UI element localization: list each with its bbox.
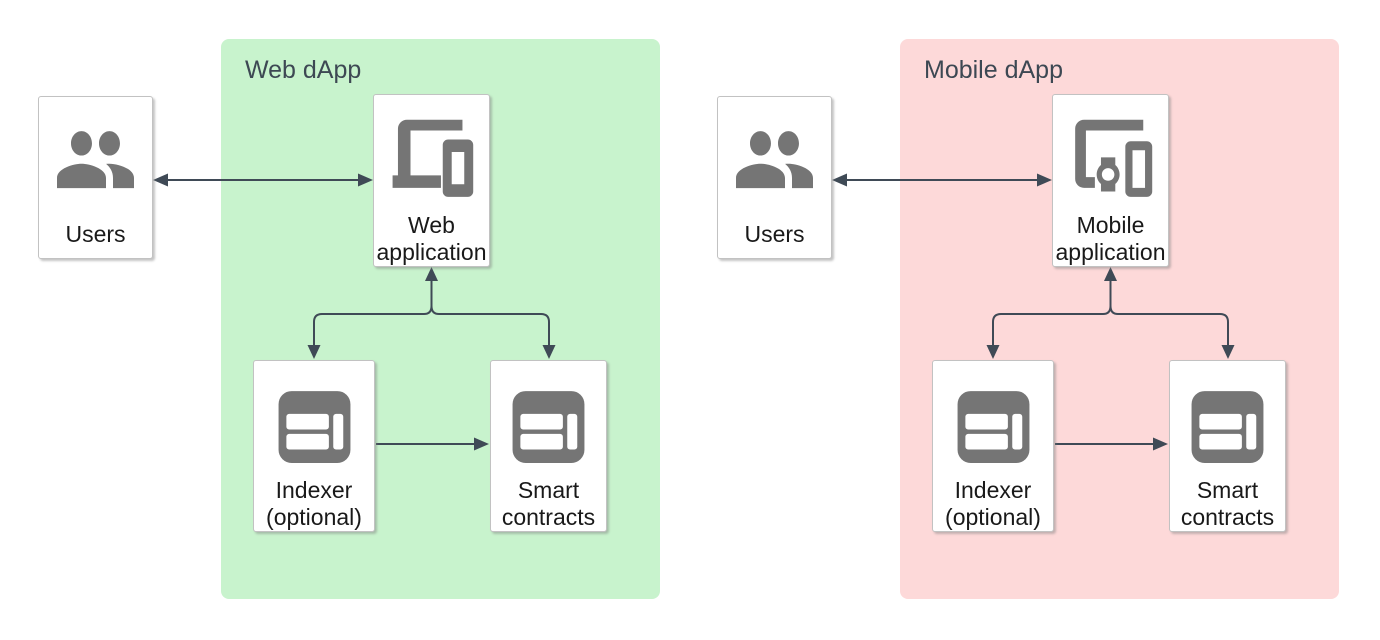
mobile-dapp-title: Mobile dApp bbox=[924, 56, 1063, 84]
web-dapp-title: Web dApp bbox=[245, 56, 362, 84]
edge-indexer-contracts bbox=[376, 437, 489, 451]
node-smart-contracts-mobile: Smart contracts bbox=[1169, 360, 1286, 532]
label-line-2: (optional) bbox=[266, 504, 362, 530]
node-web-application: Web application bbox=[373, 94, 490, 267]
node-mobile-application: Mobile application bbox=[1052, 94, 1169, 267]
label-line-1: Smart bbox=[1196, 477, 1259, 503]
web-icon bbox=[1191, 391, 1264, 463]
edge-mobileapp-backends bbox=[986, 267, 1235, 359]
node-label: Smart contracts bbox=[502, 477, 595, 531]
people-icon bbox=[57, 131, 134, 189]
devices-other-icon bbox=[1074, 119, 1152, 197]
node-label: Indexer (optional) bbox=[266, 477, 362, 531]
web-icon bbox=[512, 391, 585, 463]
label-line-2: application bbox=[1055, 239, 1166, 265]
node-indexer-mobile: Indexer (optional) bbox=[932, 360, 1054, 532]
web-icon bbox=[957, 391, 1029, 463]
edge-users-webapp bbox=[153, 173, 373, 187]
web-icon bbox=[278, 391, 350, 463]
edge-users-mobileapp bbox=[832, 173, 1052, 187]
node-users-mobile: Users bbox=[717, 96, 832, 259]
node-label: Web application bbox=[377, 212, 487, 266]
label-line-1: Indexer bbox=[954, 477, 1032, 503]
label-line-2: application bbox=[376, 239, 487, 265]
people-icon bbox=[736, 131, 813, 189]
label-line-1: Web bbox=[408, 212, 455, 238]
label-line-1: Smart bbox=[517, 477, 580, 503]
node-label: Mobile application bbox=[1056, 212, 1166, 266]
node-label: Indexer (optional) bbox=[945, 477, 1041, 531]
devices-icon bbox=[392, 119, 473, 197]
edge-indexer-contracts-right bbox=[1055, 437, 1168, 451]
label-line-2: (optional) bbox=[945, 504, 1041, 530]
node-users-web: Users bbox=[38, 96, 153, 259]
node-label: Users bbox=[744, 221, 805, 247]
node-label: Smart contracts bbox=[1181, 477, 1274, 531]
label-line-2: contracts bbox=[1180, 504, 1275, 530]
label-line-1: Indexer bbox=[275, 477, 353, 503]
label-line-2: contracts bbox=[501, 504, 596, 530]
label-line-1: Mobile bbox=[1076, 212, 1145, 238]
node-smart-contracts-web: Smart contracts bbox=[490, 360, 607, 532]
node-indexer-web: Indexer (optional) bbox=[253, 360, 375, 532]
edge-webapp-backends bbox=[307, 267, 556, 359]
node-label: Users bbox=[65, 221, 126, 247]
